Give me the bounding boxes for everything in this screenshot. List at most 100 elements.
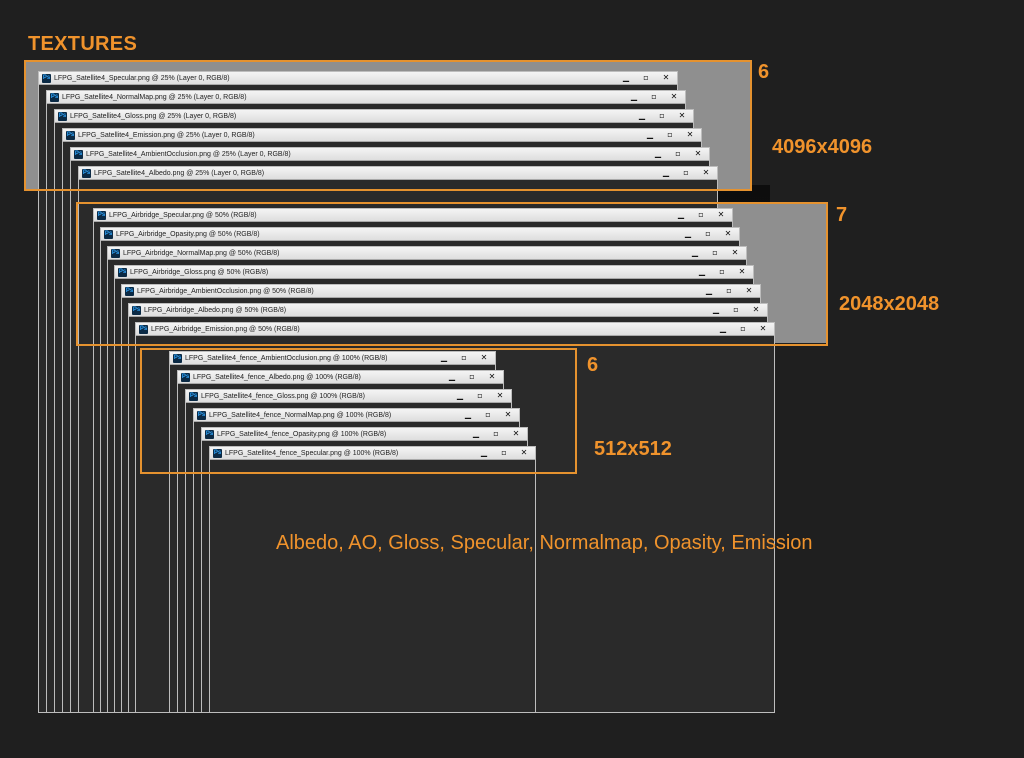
close-icon[interactable]: ✕	[512, 429, 520, 438]
photoshop-icon: Ps	[50, 93, 59, 102]
close-icon[interactable]: ✕	[717, 210, 725, 219]
close-icon[interactable]: ✕	[480, 353, 488, 362]
photoshop-icon: Ps	[42, 74, 51, 83]
maximize-icon[interactable]: ▫	[659, 111, 665, 120]
maximize-icon[interactable]: ▫	[683, 168, 689, 177]
maximize-icon[interactable]: ▫	[643, 73, 649, 82]
map-types-caption: Albedo, AO, Gloss, Specular, Normalmap, …	[276, 532, 813, 554]
maximize-icon[interactable]: ▫	[477, 391, 483, 400]
minimize-icon[interactable]: ▁	[691, 248, 699, 257]
maximize-icon[interactable]: ▫	[485, 410, 491, 419]
window-title: LFPG_Airbridge_AmbientOcclusion.png @ 50…	[137, 288, 314, 295]
minimize-icon[interactable]: ▁	[472, 429, 480, 438]
minimize-icon[interactable]: ▁	[464, 410, 472, 419]
minimize-icon[interactable]: ▁	[622, 73, 630, 82]
close-icon[interactable]: ✕	[752, 305, 760, 314]
photoshop-icon: Ps	[173, 354, 182, 363]
minimize-icon[interactable]: ▁	[684, 229, 692, 238]
minimize-icon[interactable]: ▁	[638, 111, 646, 120]
maximize-icon[interactable]: ▫	[675, 149, 681, 158]
minimize-icon[interactable]: ▁	[456, 391, 464, 400]
close-icon[interactable]: ✕	[738, 267, 746, 276]
photoshop-icon: Ps	[125, 287, 134, 296]
maximize-icon[interactable]: ▫	[698, 210, 704, 219]
group-3-resolution: 512x512	[594, 438, 672, 460]
group-1-resolution: 4096x4096	[772, 136, 873, 158]
window-title: LFPG_Airbridge_NormalMap.png @ 50% (RGB/…	[123, 250, 280, 257]
photoshop-icon: Ps	[66, 131, 75, 140]
minimize-icon[interactable]: ▁	[630, 92, 638, 101]
close-icon[interactable]: ✕	[724, 229, 732, 238]
maximize-icon[interactable]: ▫	[651, 92, 657, 101]
maximize-icon[interactable]: ▫	[740, 324, 746, 333]
close-icon[interactable]: ✕	[731, 248, 739, 257]
maximize-icon[interactable]: ▫	[667, 130, 673, 139]
maximize-icon[interactable]: ▫	[733, 305, 739, 314]
minimize-icon[interactable]: ▁	[698, 267, 706, 276]
close-icon[interactable]: ✕	[678, 111, 686, 120]
minimize-icon[interactable]: ▁	[654, 149, 662, 158]
minimize-icon[interactable]: ▁	[677, 210, 685, 219]
minimize-icon[interactable]: ▁	[646, 130, 654, 139]
window-title: LFPG_Satellite4_NormalMap.png @ 25% (Lay…	[62, 94, 247, 101]
window-title: LFPG_Satellite4_AmbientOcclusion.png @ 2…	[86, 151, 291, 158]
maximize-icon[interactable]: ▫	[461, 353, 467, 362]
minimize-icon[interactable]: ▁	[705, 286, 713, 295]
close-icon[interactable]: ✕	[702, 168, 710, 177]
window-title: LFPG_Airbridge_Gloss.png @ 50% (RGB/8)	[130, 269, 269, 276]
window-title: LFPG_Satellite4_Specular.png @ 25% (Laye…	[54, 75, 230, 82]
close-icon[interactable]: ✕	[686, 130, 694, 139]
close-icon[interactable]: ✕	[759, 324, 767, 333]
close-icon[interactable]: ✕	[496, 391, 504, 400]
photoshop-icon: Ps	[82, 169, 91, 178]
maximize-icon[interactable]: ▫	[501, 448, 507, 457]
minimize-icon[interactable]: ▁	[448, 372, 456, 381]
window-title: LFPG_Satellite4_fence_Specular.png @ 100…	[225, 450, 399, 457]
maximize-icon[interactable]: ▫	[469, 372, 475, 381]
photoshop-icon: Ps	[181, 373, 190, 382]
maximize-icon[interactable]: ▫	[493, 429, 499, 438]
minimize-icon[interactable]: ▁	[712, 305, 720, 314]
minimize-icon[interactable]: ▁	[719, 324, 727, 333]
photoshop-icon: Ps	[189, 392, 198, 401]
maximize-icon[interactable]: ▫	[719, 267, 725, 276]
document-canvas[interactable]	[210, 460, 535, 712]
window-title: LFPG_Satellite4_Emission.png @ 25% (Laye…	[78, 132, 255, 139]
minimize-icon[interactable]: ▁	[440, 353, 448, 362]
window-title: LFPG_Satellite4_fence_AmbientOcclusion.p…	[185, 355, 388, 362]
photoshop-icon: Ps	[58, 112, 67, 121]
maximize-icon[interactable]: ▫	[705, 229, 711, 238]
close-icon[interactable]: ✕	[745, 286, 753, 295]
close-icon[interactable]: ✕	[504, 410, 512, 419]
maximize-icon[interactable]: ▫	[726, 286, 732, 295]
close-icon[interactable]: ✕	[694, 149, 702, 158]
minimize-icon[interactable]: ▁	[480, 448, 488, 457]
minimize-icon[interactable]: ▁	[662, 168, 670, 177]
close-icon[interactable]: ✕	[670, 92, 678, 101]
photoshop-icon: Ps	[205, 430, 214, 439]
close-icon[interactable]: ✕	[662, 73, 670, 82]
close-icon[interactable]: ✕	[520, 448, 528, 457]
maximize-icon[interactable]: ▫	[712, 248, 718, 257]
close-icon[interactable]: ✕	[488, 372, 496, 381]
